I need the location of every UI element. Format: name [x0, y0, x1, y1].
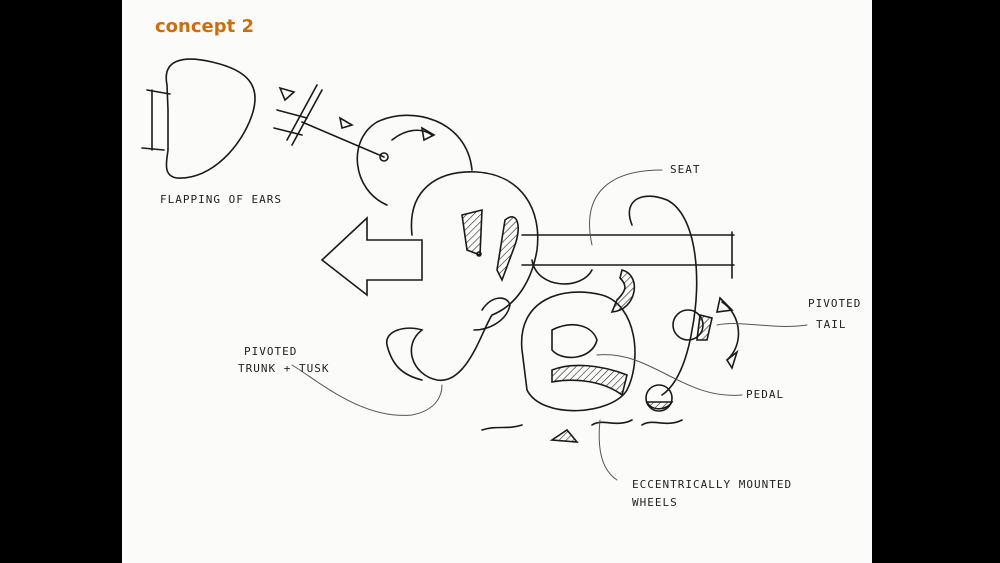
label-wheels-1: ECCENTRICALLY MOUNTED — [632, 478, 793, 491]
sketch-page: concept 2 — [122, 0, 872, 563]
arrow-icon — [320, 216, 423, 297]
elephant-ride-sketch — [141, 58, 808, 481]
label-pivoted-tail-1: PIVOTED — [808, 297, 862, 310]
label-pedal: PEDAL — [746, 388, 785, 401]
label-pivoted-tail-2: TAIL — [816, 318, 847, 331]
label-pivoted-trunk-1: PIVOTED — [244, 345, 298, 358]
label-seat: SEAT — [670, 163, 701, 176]
elephant-head — [356, 114, 473, 206]
label-pivoted-trunk-2: TRUNK + TUSK — [238, 362, 330, 375]
label-flapping-of-ears: FLAPPING OF EARS — [160, 193, 282, 206]
slide-title: concept 2 — [155, 16, 255, 37]
label-wheels-2: WHEELS — [632, 496, 678, 509]
ear-shape — [165, 58, 256, 179]
